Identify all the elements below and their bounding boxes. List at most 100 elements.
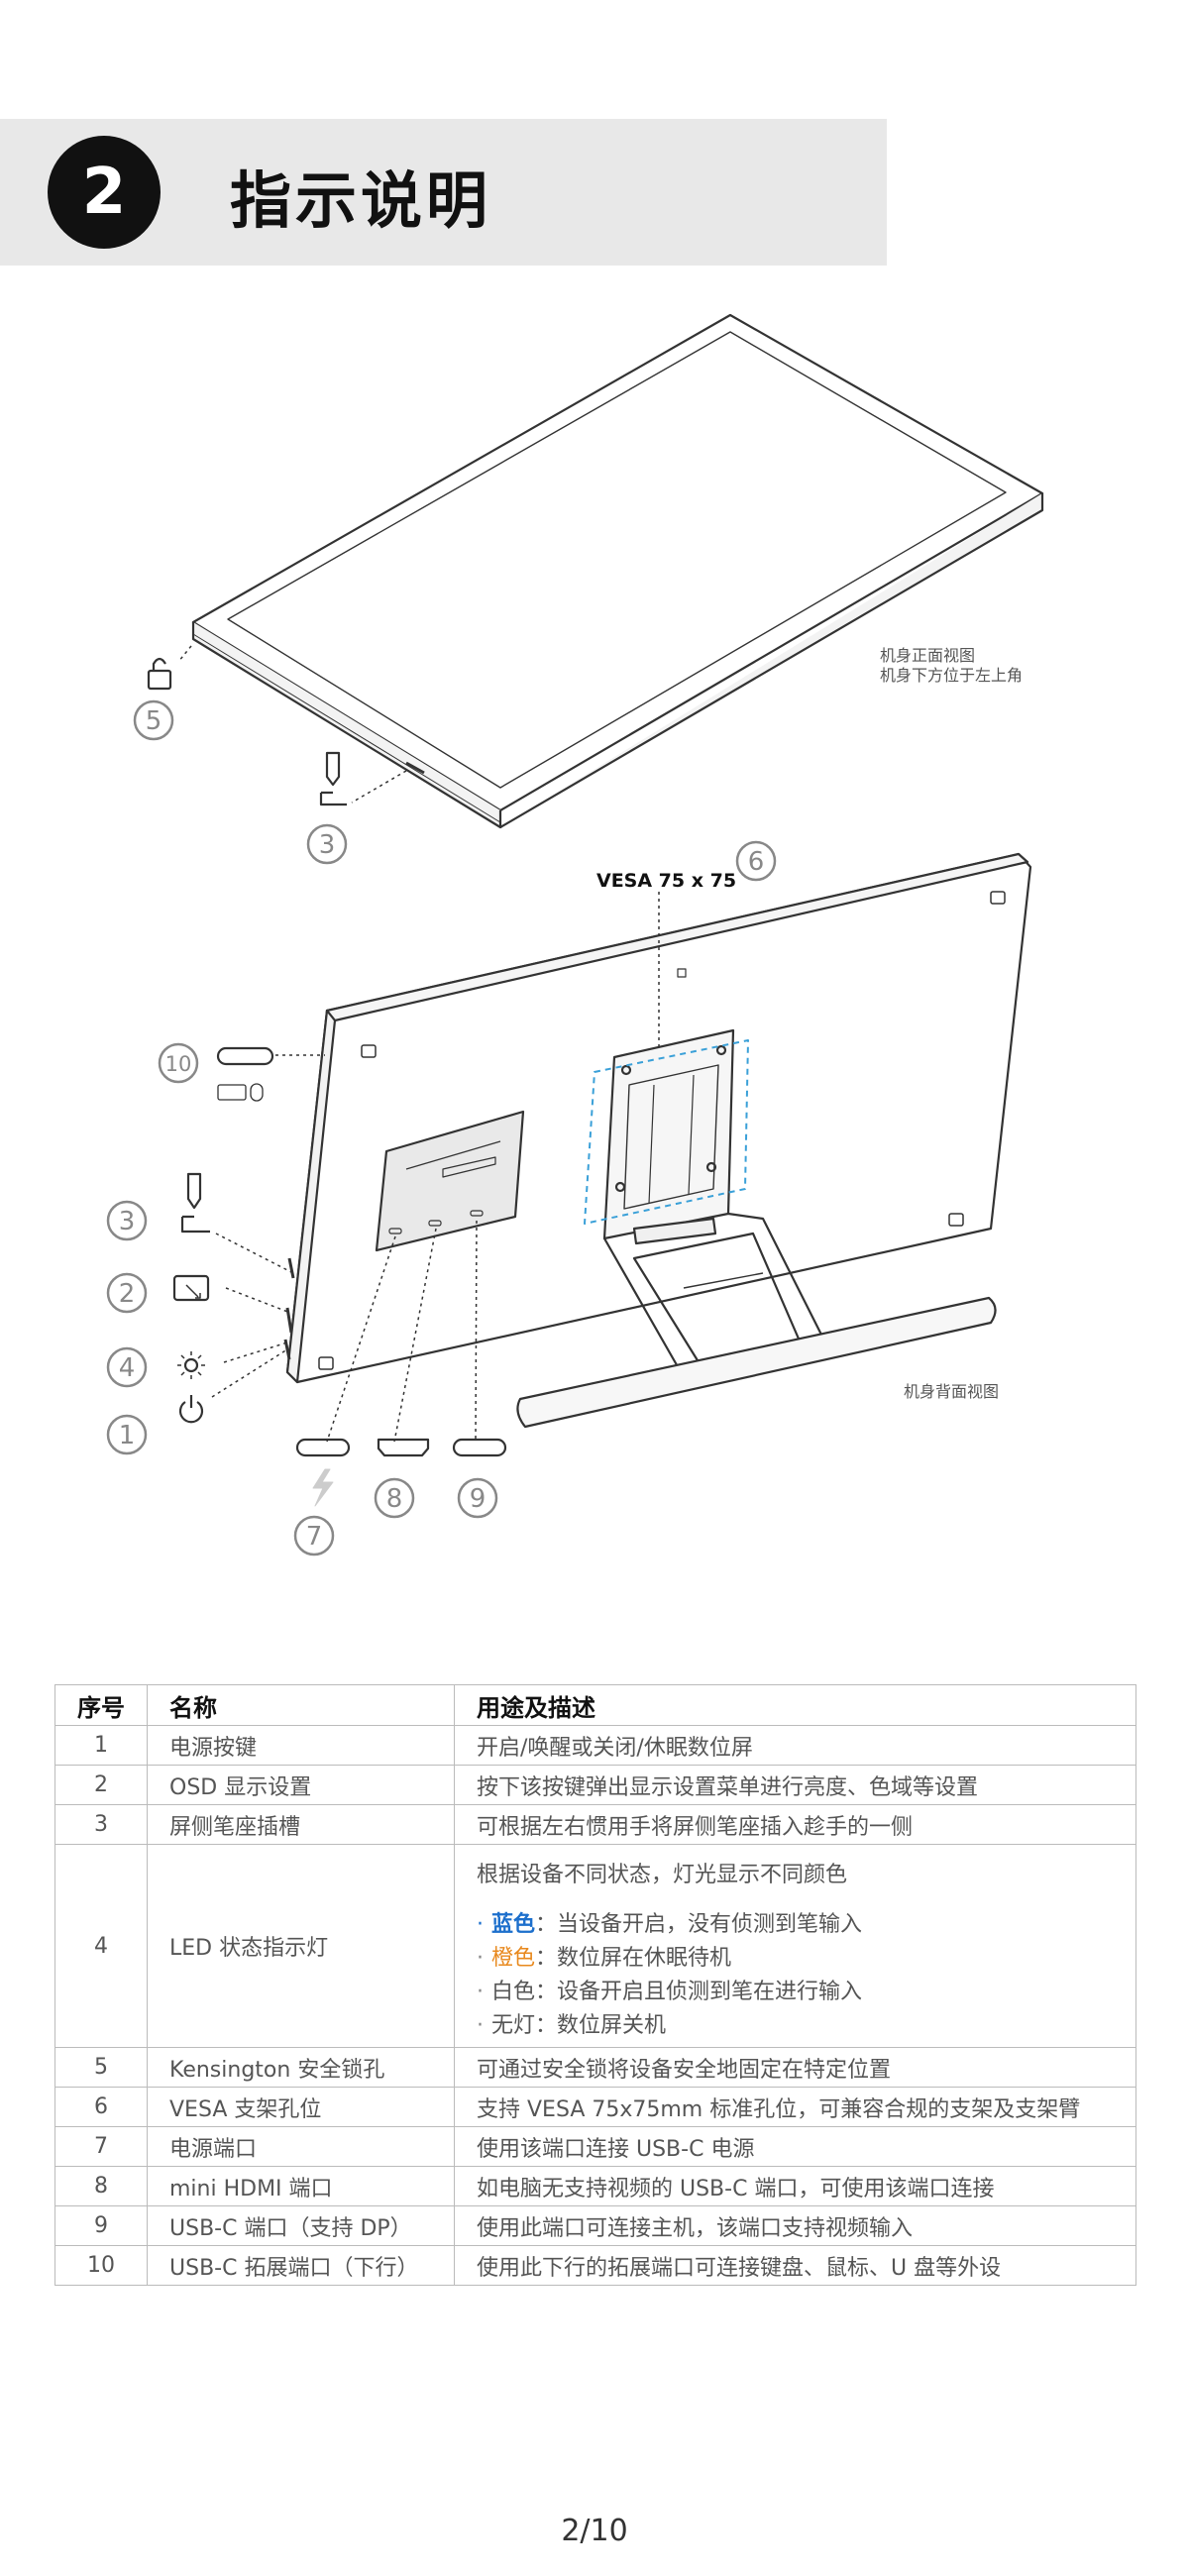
table-row: 3 屏侧笔座插槽 可根据左右惯用手将屏侧笔座插入趁手的一侧 xyxy=(54,1804,1136,1845)
led-off-text: ：数位屏关机 xyxy=(535,2013,667,2038)
row-desc: 可通过安全锁将设备安全地固定在特定位置 xyxy=(454,2047,1136,2088)
row-no: 5 xyxy=(54,2047,148,2088)
led-orange-label: 橙色 xyxy=(491,1946,536,1971)
svg-text:8: 8 xyxy=(386,1484,403,1514)
table-row: 1 电源按键 开启/唤醒或关闭/休眠数位屏 xyxy=(54,1725,1136,1766)
row-no: 2 xyxy=(54,1765,148,1805)
row-no: 3 xyxy=(54,1804,148,1845)
bullet: · xyxy=(477,1946,484,1971)
table-row: 2 OSD 显示设置 按下该按键弹出显示设置菜单进行亮度、色域等设置 xyxy=(54,1765,1136,1805)
lightning-icon xyxy=(312,1468,334,1507)
row-desc: 使用此端口可连接主机，该端口支持视频输入 xyxy=(454,2205,1136,2246)
back-view-caption: 机身背面视图 xyxy=(904,1382,999,1401)
table-row: 8 mini HDMI 端口 如电脑无支持视频的 USB-C 端口，可使用该端口… xyxy=(54,2166,1136,2206)
row-no: 1 xyxy=(54,1725,148,1766)
header-no: 序号 xyxy=(54,1684,148,1726)
row-desc: 使用该端口连接 USB-C 电源 xyxy=(454,2126,1136,2167)
callout-2: 2 xyxy=(106,1272,148,1314)
svg-text:3: 3 xyxy=(119,1207,136,1236)
row-desc: 支持 VESA 75x75mm 标准孔位，可兼容合规的支架及支架臂 xyxy=(454,2087,1136,2127)
power-icon xyxy=(178,1395,204,1424)
usb-c-port-9-icon xyxy=(452,1438,507,1457)
front-view-tablet xyxy=(191,313,1044,829)
row-name: 电源端口 xyxy=(147,2126,455,2167)
callout-3-back: 3 xyxy=(106,1200,148,1241)
usb-c-port-7-icon xyxy=(295,1438,351,1457)
led-intro: 根据设备不同状态，灯光显示不同颜色 xyxy=(477,1863,848,1887)
row-desc: 按下该按键弹出显示设置菜单进行亮度、色域等设置 xyxy=(454,1765,1136,1805)
table-row-led: 4 LED 状态指示灯 根据设备不同状态，灯光显示不同颜色 · 蓝色：当设备开启，… xyxy=(54,1844,1136,2048)
osd-icon xyxy=(172,1274,210,1302)
svg-text:9: 9 xyxy=(470,1484,486,1514)
bullet: · xyxy=(477,2013,484,2038)
svg-text:6: 6 xyxy=(748,847,765,877)
callout-10: 10 xyxy=(158,1042,199,1084)
callout-1: 1 xyxy=(106,1414,148,1455)
front-view-caption-1: 机身正面视图 xyxy=(880,646,975,665)
led-blue-text: ：当设备开启，没有侦测到笔输入 xyxy=(535,1912,863,1937)
led-off-line: · 无灯：数位屏关机 xyxy=(477,2007,1114,2039)
table-row: 10 USB-C 拓展端口（下行） 使用此下行的拓展端口可连接键盘、鼠标、U 盘… xyxy=(54,2245,1136,2286)
led-white-line: ·白色：设备开启且侦测到笔在进行输入 xyxy=(477,1974,1114,2005)
vesa-dashed-frame xyxy=(584,1039,749,1225)
usb-c-port-10-icon xyxy=(216,1046,274,1102)
spec-table: 序号 名称 用途及描述 1 电源按键 开启/唤醒或关闭/休眠数位屏 2 OSD … xyxy=(54,1684,1136,2286)
table-row: 5 Kensington 安全锁孔 可通过安全锁将设备安全地固定在特定位置 xyxy=(54,2047,1136,2088)
device-diagram: 机身正面视图 机身下方位于左上角 机身背面视图 VESA 75 x 75 5 3… xyxy=(106,313,1044,1556)
back-view-tablet xyxy=(283,852,1032,1429)
bullet: · xyxy=(477,1912,484,1937)
page-title: 指示说明 xyxy=(230,164,492,237)
row-desc: 可根据左右惯用手将屏侧笔座插入趁手的一侧 xyxy=(454,1804,1136,1845)
svg-text:3: 3 xyxy=(319,830,336,860)
callout-5: 5 xyxy=(133,699,174,741)
step-number-badge: 2 xyxy=(48,136,161,249)
svg-text:1: 1 xyxy=(119,1421,136,1450)
row-no: 10 xyxy=(54,2245,148,2286)
svg-text:5: 5 xyxy=(146,706,162,736)
svg-text:4: 4 xyxy=(119,1353,136,1383)
callout-6: 6 xyxy=(735,840,777,882)
row-desc: 开启/唤醒或关闭/休眠数位屏 xyxy=(454,1725,1136,1766)
mini-hdmi-port-icon xyxy=(377,1438,430,1457)
row-name: USB-C 端口（支持 DP） xyxy=(147,2205,455,2246)
led-icon xyxy=(177,1351,205,1379)
row-name: 电源按键 xyxy=(147,1725,455,1766)
table-header-row: 序号 名称 用途及描述 xyxy=(54,1684,1136,1726)
front-view-caption-2: 机身下方位于左上角 xyxy=(880,666,1023,685)
vesa-label: VESA 75 x 75 xyxy=(596,870,736,892)
row-name: 屏侧笔座插槽 xyxy=(147,1804,455,1845)
row-desc: 如电脑无支持视频的 USB-C 端口，可使用该端口连接 xyxy=(454,2166,1136,2206)
callout-4: 4 xyxy=(106,1346,148,1388)
header-name: 名称 xyxy=(147,1684,455,1726)
led-orange-text: ：数位屏在休眠待机 xyxy=(535,1946,732,1971)
table-row: 9 USB-C 端口（支持 DP） 使用此端口可连接主机，该端口支持视频输入 xyxy=(54,2205,1136,2246)
lock-icon xyxy=(147,657,172,691)
led-white-label: 白色 xyxy=(491,1980,536,2004)
led-blue-line: · 蓝色：当设备开启，没有侦测到笔输入 xyxy=(477,1906,1114,1938)
table-row: 7 电源端口 使用该端口连接 USB-C 电源 xyxy=(54,2126,1136,2167)
row-desc: 使用此下行的拓展端口可连接键盘、鼠标、U 盘等外设 xyxy=(454,2245,1136,2286)
row-name: VESA 支架孔位 xyxy=(147,2087,455,2127)
callout-9: 9 xyxy=(457,1477,498,1519)
header-desc: 用途及描述 xyxy=(454,1684,1136,1726)
svg-text:7: 7 xyxy=(306,1522,323,1552)
row-name: OSD 显示设置 xyxy=(147,1765,455,1805)
row-no: 4 xyxy=(54,1844,148,2048)
led-blue-label: 蓝色 xyxy=(491,1912,536,1937)
led-orange-line: · 橙色：数位屏在休眠待机 xyxy=(477,1940,1114,1972)
callout-3-front: 3 xyxy=(306,823,348,865)
row-name: LED 状态指示灯 xyxy=(147,1844,455,2048)
row-name: USB-C 拓展端口（下行） xyxy=(147,2245,455,2286)
pen-slot-back-icon xyxy=(180,1172,210,1234)
callout-7: 7 xyxy=(293,1515,335,1556)
led-off-label: 无灯 xyxy=(491,2013,536,2038)
row-name: Kensington 安全锁孔 xyxy=(147,2047,455,2088)
table-row: 6 VESA 支架孔位 支持 VESA 75x75mm 标准孔位，可兼容合规的支… xyxy=(54,2087,1136,2127)
row-no: 9 xyxy=(54,2205,148,2246)
row-desc-led: 根据设备不同状态，灯光显示不同颜色 · 蓝色：当设备开启，没有侦测到笔输入 · 橙色… xyxy=(454,1844,1136,2048)
pen-slot-icon xyxy=(319,751,347,806)
bullet: · xyxy=(477,1980,484,2004)
svg-text:2: 2 xyxy=(119,1279,136,1309)
row-no: 6 xyxy=(54,2087,148,2127)
row-no: 7 xyxy=(54,2126,148,2167)
